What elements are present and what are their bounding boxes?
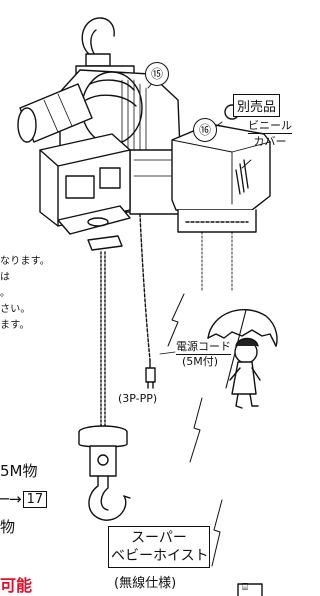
note-line: さい。 xyxy=(0,304,31,315)
left-notes: なります。 は 。 さい。 ます。 xyxy=(0,254,50,334)
note-line: は xyxy=(0,272,11,283)
note-line: ます。 xyxy=(0,320,30,331)
cover-label: ビニール カバー xyxy=(248,118,292,149)
red-accent-text: 可能 xyxy=(0,576,33,595)
page-ref-arrow: ─→ xyxy=(0,490,22,508)
vinyl-cover xyxy=(171,104,271,291)
plug-type-label: (3P-PP) xyxy=(118,392,158,405)
top-hook-icon xyxy=(75,17,135,77)
power-cord-label-line-1: 電源コード xyxy=(176,340,231,355)
control-box xyxy=(39,133,131,251)
signal-zigzag xyxy=(167,293,223,567)
cover-label-line-1: ビニール xyxy=(248,119,292,134)
person-with-umbrella-icon xyxy=(207,308,278,409)
optional-item-badge: 別売品 xyxy=(233,94,281,117)
product-name-box: スーパー ベビーホイスト xyxy=(108,526,210,568)
product-name-line-1: スーパー xyxy=(131,530,187,546)
power-cord-label-line-2: (5M付) xyxy=(182,355,219,368)
note-line: なります。 xyxy=(0,256,50,267)
bottom-box-glyph: ⌸ xyxy=(242,582,248,593)
power-cord-label: 電源コード (5M付) xyxy=(176,340,231,369)
callout-cover-number: ⑯ xyxy=(193,118,217,142)
note-line: 。 xyxy=(0,288,11,299)
cover-label-line-2: カバー xyxy=(253,135,287,148)
page-reference[interactable]: ─→ 17 xyxy=(0,490,48,508)
callout-hoist-number: ⑮ xyxy=(145,62,169,86)
load-chain xyxy=(100,251,106,429)
spec-length: 5M物 xyxy=(0,462,38,480)
bottom-hook-icon xyxy=(78,425,131,521)
product-variant: (無線仕様) xyxy=(114,576,177,591)
spec-item: 物 xyxy=(0,518,16,536)
page-ref-number: 17 xyxy=(22,490,48,508)
power-cord xyxy=(139,213,176,389)
product-name-line-2: ベビーホイスト xyxy=(111,548,209,564)
motor-cylinder xyxy=(17,83,93,143)
